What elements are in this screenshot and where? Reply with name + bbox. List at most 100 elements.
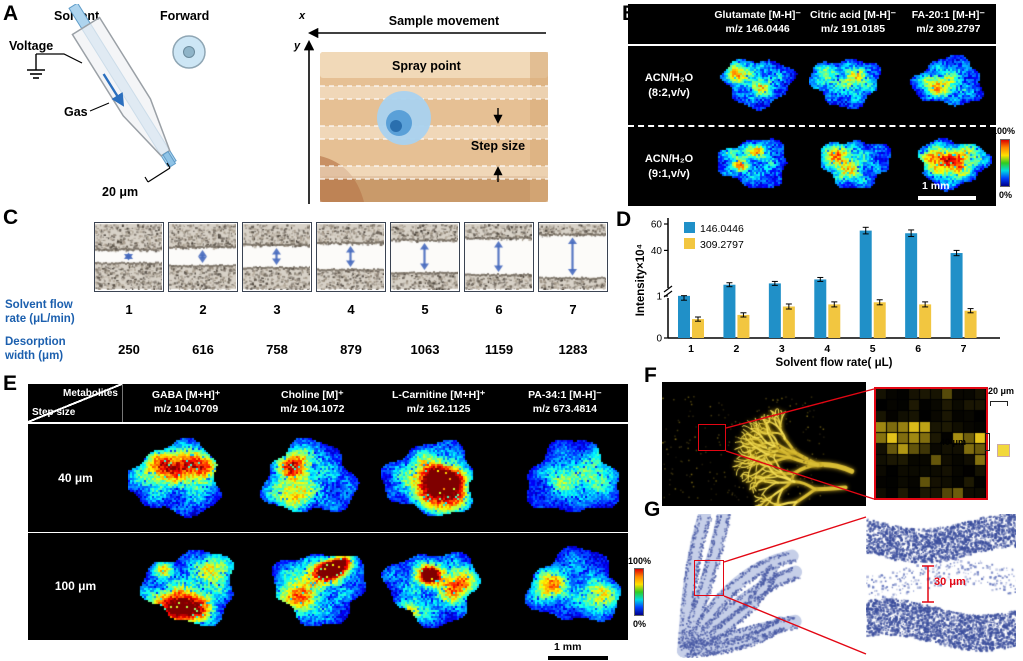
- svg-text:40: 40: [651, 246, 663, 257]
- solvent-row-82: ACN/H₂O(8:2,v/v): [628, 46, 996, 125]
- msi-image: [506, 429, 623, 526]
- sample-movement-label: Sample movement: [389, 14, 500, 28]
- step-size-row-40: 40 μm: [28, 424, 628, 532]
- colorbar-min-label: 0%: [633, 619, 647, 629]
- tissue-box: [316, 222, 386, 292]
- metabolite-name: FA-20:1 [M-H]⁻: [911, 9, 985, 21]
- tissue-box: [168, 222, 238, 292]
- step-size-label: Step size: [471, 139, 525, 153]
- msi-image: [380, 429, 497, 526]
- roi-box: [694, 560, 724, 596]
- msi-image: [904, 130, 993, 194]
- gas-pointer: [89, 102, 110, 112]
- corner-metabolites: Metabolites: [62, 388, 118, 399]
- svg-text:Intensity×10⁴: Intensity×10⁴: [635, 243, 647, 316]
- layer-thickness-label: 30 μm: [934, 576, 966, 588]
- svg-text:1: 1: [688, 343, 694, 355]
- panel-d-label: D: [616, 208, 632, 231]
- column-header: Citric acid [M-H]⁻ m/z 191.0185: [805, 4, 900, 44]
- panel-e-header: Metabolites Step size GABA [M+H]⁺m/z 104…: [28, 384, 628, 424]
- pixel-swatch: [997, 444, 1010, 457]
- colorbar-max-label: 100%: [992, 126, 1016, 136]
- roi-box: [698, 424, 726, 451]
- panel-f-label: F: [644, 364, 657, 387]
- zoom-inset: [874, 387, 988, 500]
- metabolite-mz: m/z 191.0185: [820, 22, 886, 35]
- metabolite-name: Citric acid [M-H]⁻: [809, 9, 897, 21]
- pixel-height-label: 40 μm: [940, 437, 967, 447]
- msi-image: [808, 49, 897, 113]
- solvent-row-91: ACN/H₂O(9:1,v/v): [628, 125, 996, 206]
- spray-point: [377, 91, 431, 145]
- desorption-width-values: 250 616 758 879 1063 1159 1283: [118, 342, 588, 357]
- gas-flow-arrow: [102, 73, 125, 107]
- msi-image: [128, 538, 245, 635]
- msi-image: [128, 429, 245, 526]
- svg-text:2: 2: [734, 343, 740, 355]
- msi-image: [713, 130, 802, 194]
- svg-text:7: 7: [961, 343, 967, 355]
- scale-bar-label: 1 mm: [922, 180, 950, 192]
- pixel-width-label: 20 μm: [988, 386, 1015, 396]
- panel-b: Glutamate [M-H]⁻ m/z 146.0446 Citric aci…: [628, 4, 996, 206]
- row-label: 100 μm: [54, 579, 97, 594]
- msi-image: [254, 538, 371, 635]
- pixelated-zoom-image: [876, 389, 986, 498]
- ground-symbol: [27, 53, 83, 79]
- msi-image: [713, 49, 802, 113]
- corner-step-size: Step size: [32, 407, 76, 418]
- svg-text:309.2797: 309.2797: [700, 239, 744, 251]
- panel-b-label: B: [622, 2, 638, 25]
- colorbar: [1000, 139, 1010, 187]
- sprayer-body: [68, 4, 177, 168]
- column-header: L-Carnitine [M+H]⁺m/z 162.1125: [391, 389, 486, 415]
- msi-image: [808, 130, 897, 194]
- sample-stage-schematic: x Sample movement y Spray point Step: [293, 10, 548, 204]
- svg-text:146.0446: 146.0446: [700, 223, 744, 235]
- header-spacer: [628, 4, 710, 44]
- svg-text:4: 4: [824, 343, 830, 355]
- histology-image: [660, 514, 858, 658]
- desorption-width-series: [94, 222, 608, 292]
- step-size-row-100: 100 μm: [28, 531, 628, 641]
- scale-bar: [548, 656, 608, 660]
- tissue-box: [94, 222, 164, 292]
- tip-size-label: 20 μm: [102, 185, 138, 199]
- panel-c-label: C: [3, 206, 19, 229]
- svg-text:1: 1: [656, 292, 662, 303]
- pixel-height-bracket: [985, 433, 990, 451]
- corner-cell: Metabolites Step size: [28, 384, 123, 422]
- forward-label: Forward: [160, 9, 209, 23]
- scale-bar: [918, 196, 976, 200]
- svg-text:3: 3: [779, 343, 785, 355]
- tissue-box: [538, 222, 608, 292]
- metabolite-mz: m/z 309.2797: [916, 22, 981, 35]
- msi-image: [506, 538, 623, 635]
- flow-rate-values: 1 2 3 4 5 6 7: [125, 302, 577, 317]
- pixel-width-bracket: [990, 401, 1008, 406]
- tissue-box: [390, 222, 460, 292]
- column-header: GABA [M+H]⁺m/z 104.0709: [151, 389, 221, 415]
- y-axis-label: y: [293, 40, 301, 52]
- row-label: ACN/H₂O(8:2,v/v): [644, 72, 694, 99]
- spray-point-label: Spray point: [392, 59, 462, 73]
- panel-e: Metabolites Step size GABA [M+H]⁺m/z 104…: [28, 384, 628, 640]
- svg-text:Solvent flow rate( μL): Solvent flow rate( μL): [776, 357, 893, 369]
- metabolite-name: Glutamate [M-H]⁻: [714, 9, 801, 21]
- panel-a-label: A: [3, 2, 19, 25]
- tissue-background: [320, 52, 548, 202]
- colorbar: [634, 568, 644, 616]
- tip-bracket: [144, 162, 171, 183]
- fluorescence-image: [662, 382, 866, 506]
- svg-text:6: 6: [915, 343, 921, 355]
- x-axis-label: x: [298, 10, 306, 22]
- panel-g-label: G: [644, 498, 661, 521]
- msi-image: [254, 429, 371, 526]
- colorbar-min-label: 0%: [999, 190, 1013, 200]
- msi-image: [380, 538, 497, 635]
- tissue-box: [242, 222, 312, 292]
- voltage-label: Voltage: [9, 39, 53, 53]
